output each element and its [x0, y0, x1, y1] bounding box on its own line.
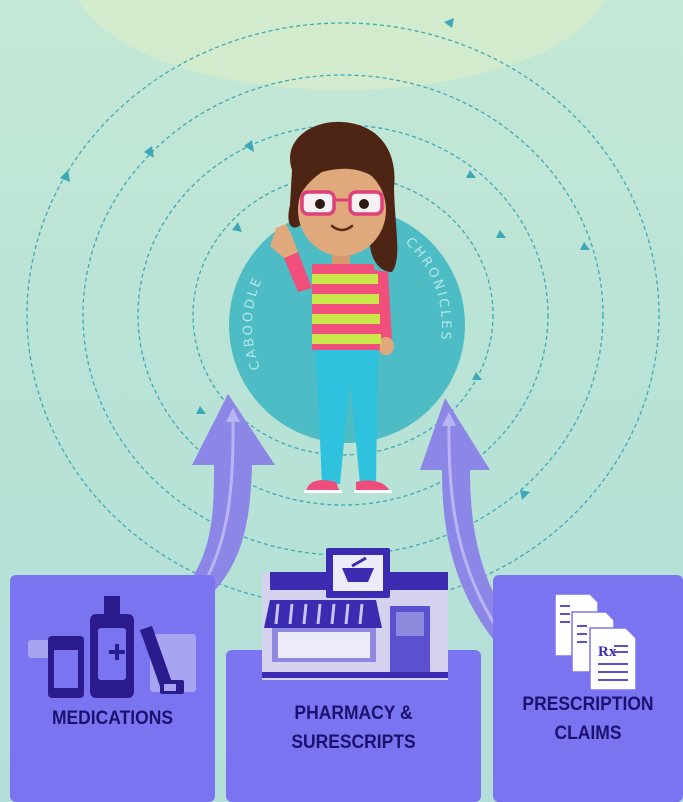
face [298, 164, 386, 256]
medications-label-text: MEDICATIONS [51, 708, 174, 729]
claims-label: PRESCRIPTION CLAIMS [501, 690, 676, 748]
top-glow [78, 0, 606, 90]
pharmacy-label-line1: PHARMACY & [294, 703, 413, 724]
prescription-claims-box [493, 575, 683, 802]
orbit-ring-2 [137, 124, 549, 506]
pharmacy-label: PHARMACY & SURESCRIPTS [236, 699, 471, 757]
pharmacy-label-line2: SURESCRIPTS [291, 732, 416, 753]
orbit-arrow-marks [60, 18, 590, 556]
orbit-ring-1 [192, 174, 494, 456]
pharmacy-box [226, 650, 481, 802]
striped-sweater [312, 264, 380, 350]
mortar-pestle-icon [342, 568, 374, 582]
pharmacy-store-icon [262, 548, 448, 680]
claims-label-line1: PRESCRIPTION [522, 694, 654, 715]
medicine-bottles-icon [28, 596, 196, 698]
flow-arrows [175, 394, 522, 648]
medications-label: MEDICATIONS [18, 704, 207, 733]
claims-label-line2: CLAIMS [554, 723, 622, 744]
rx-symbol: Rx [598, 644, 617, 660]
left-flow-arrow [175, 394, 275, 610]
prescription-documents-icon: Rx [554, 593, 637, 691]
person-illustration [270, 121, 398, 493]
right-flow-arrow [420, 398, 522, 648]
pants [316, 350, 378, 484]
